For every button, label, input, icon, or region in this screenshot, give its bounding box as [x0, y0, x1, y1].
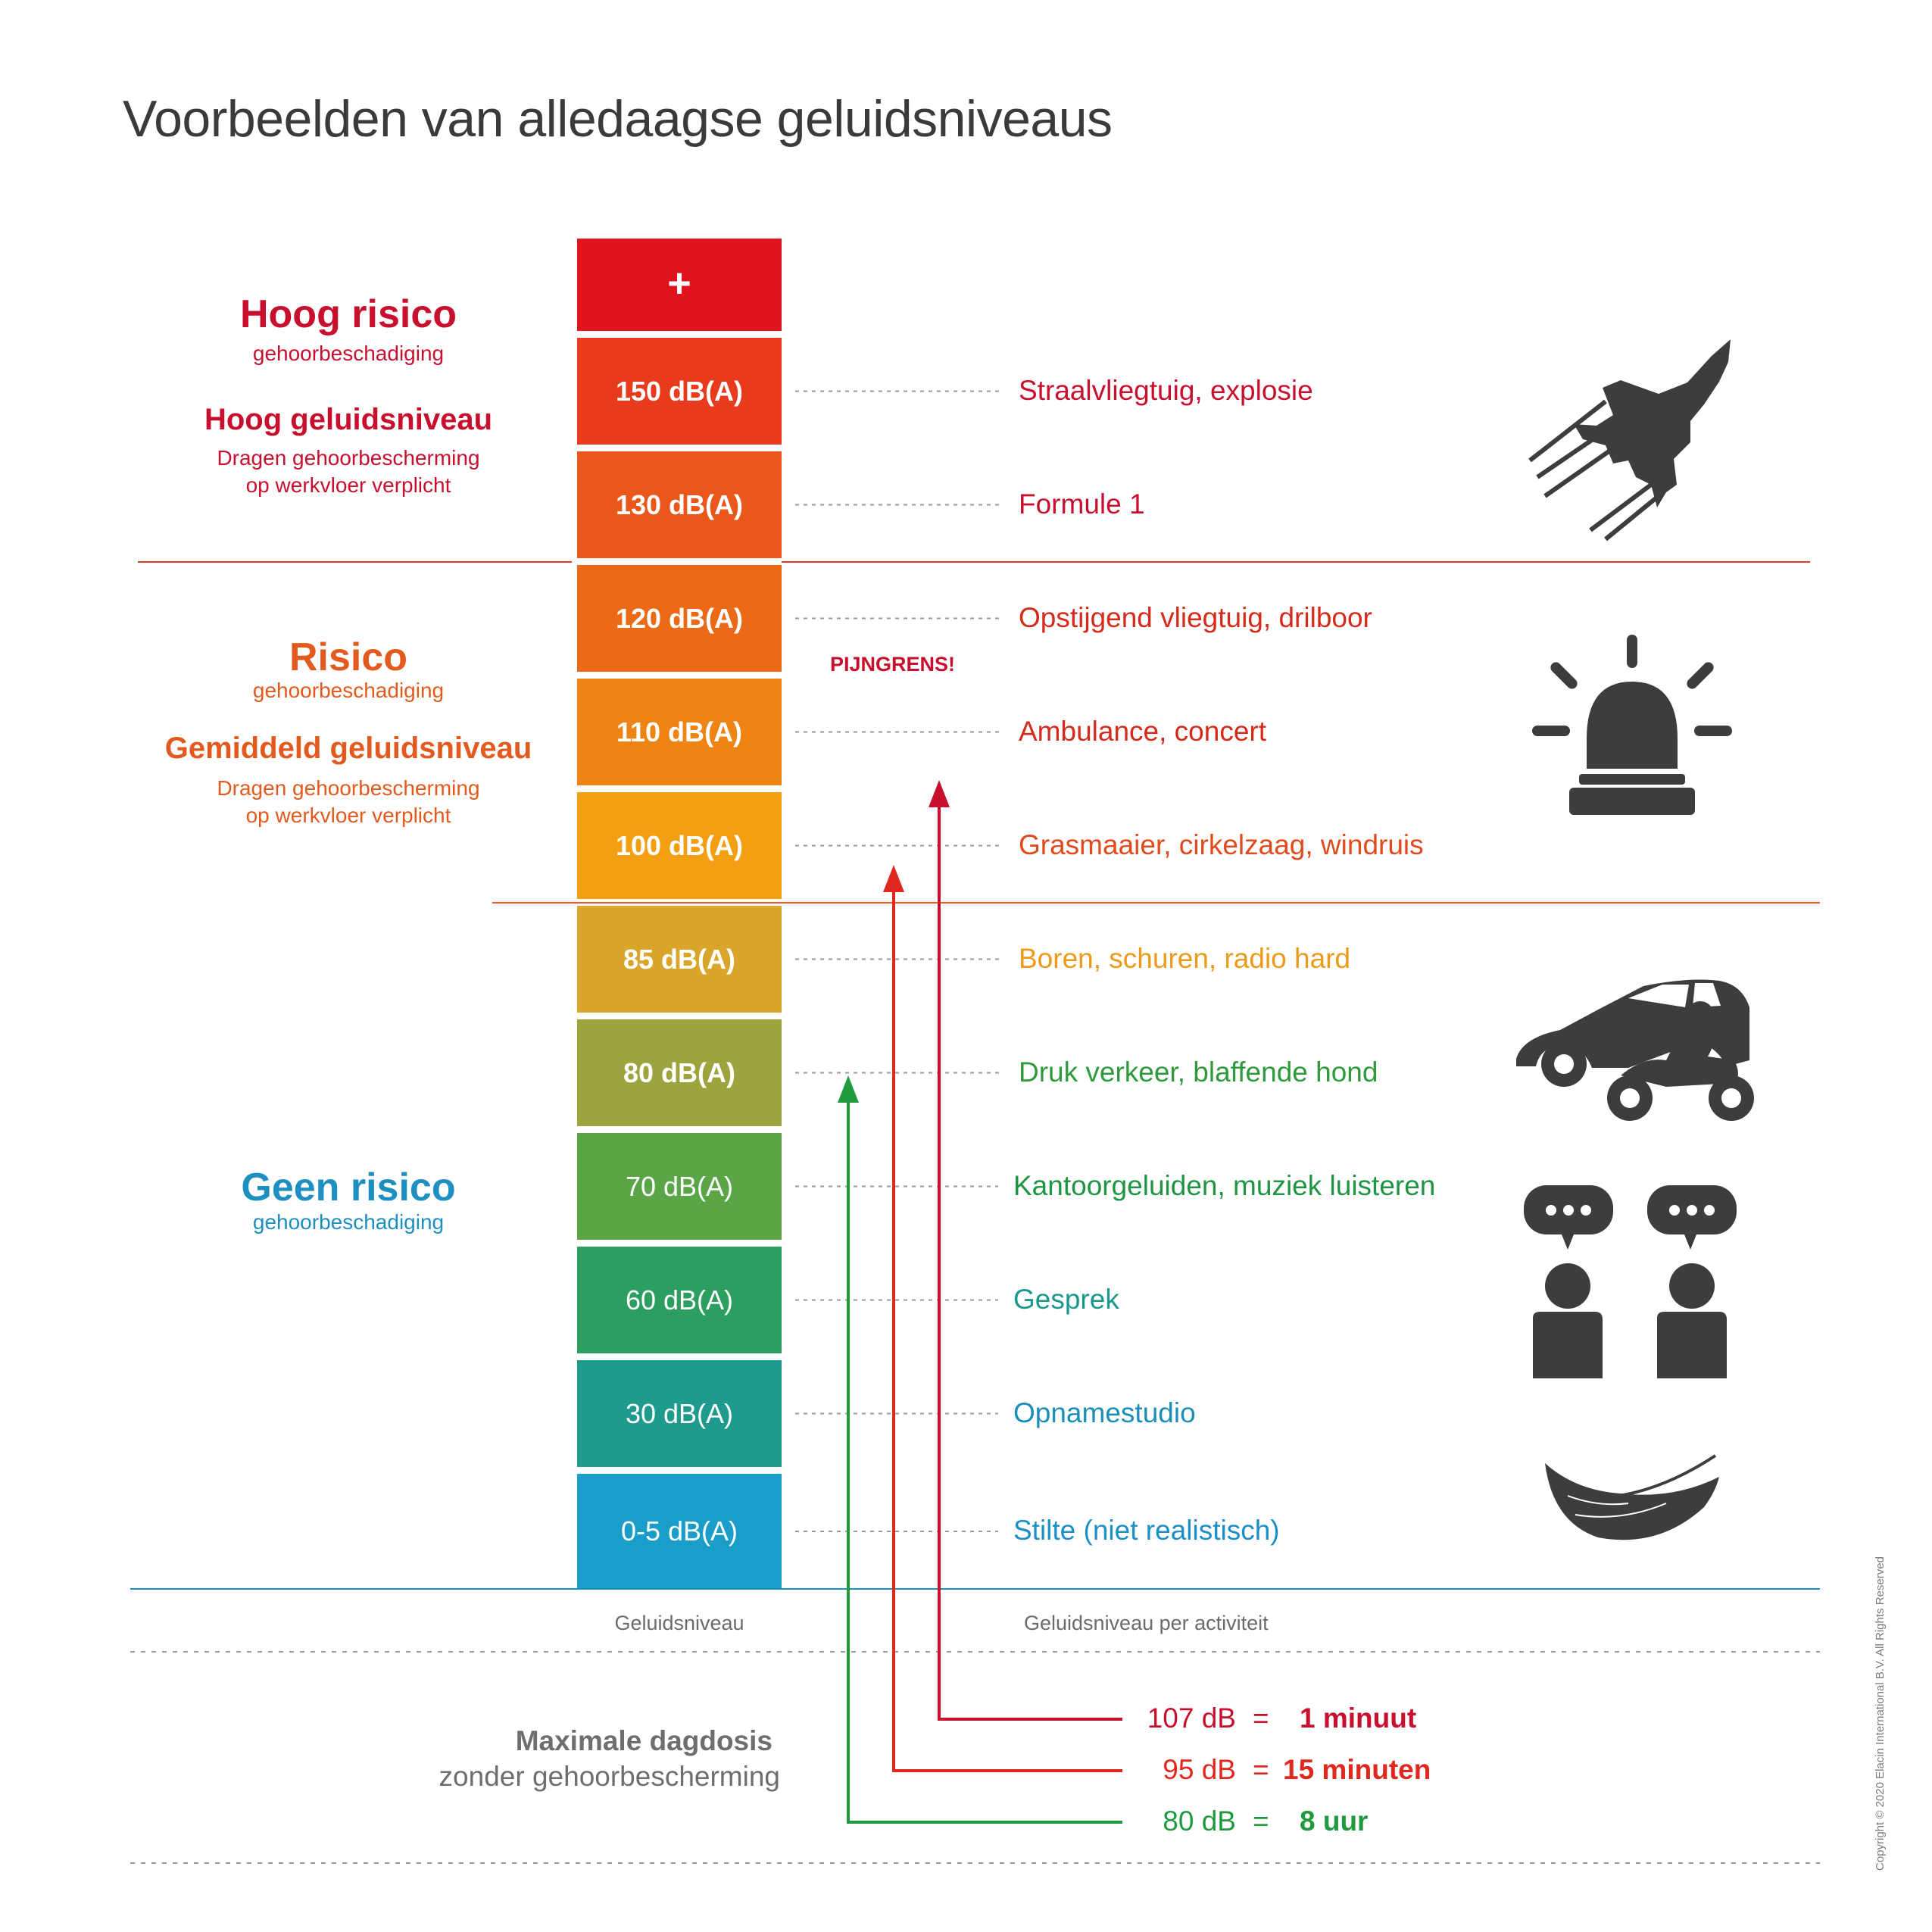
scale-segment-gap — [577, 558, 782, 565]
scale-segment-gap — [577, 1126, 782, 1133]
scale-segment-gap — [577, 1013, 782, 1019]
scale-level-label: 100 dB(A) — [615, 829, 744, 861]
high-level-note-1: Dragen gehoorbescherming — [217, 446, 480, 470]
activity-caption: Geluidsniveau per activiteit — [1024, 1612, 1269, 1634]
scale-segment-gap — [577, 1240, 782, 1247]
activity-label: Boren, schuren, radio hard — [1019, 942, 1351, 974]
activity-label: Kantoorgeluiden, muziek luisteren — [1013, 1169, 1436, 1201]
activity-label: Opstijgend vliegtuig, drilboor — [1019, 601, 1372, 633]
scale-segment-gap — [577, 1467, 782, 1474]
scale-level-label: 150 dB(A) — [615, 375, 744, 407]
scale-segment — [577, 239, 782, 331]
scale-level-label: 80 dB(A) — [623, 1057, 735, 1088]
dose-level: 80 dB — [1163, 1806, 1236, 1837]
car-motorcycle-icon — [1516, 979, 1754, 1121]
scale-segment — [577, 1360, 782, 1467]
copyright-notice: Copyright © 2020 Elacin International B.… — [1874, 1556, 1887, 1871]
medium-level-heading: Gemiddeld geluidsniveau — [164, 732, 532, 765]
scale-segment — [577, 1133, 782, 1240]
medium-level-note-1: Dragen gehoorbescherming — [217, 776, 480, 800]
scale-segment — [577, 1019, 782, 1126]
scale-segment-gap — [577, 445, 782, 451]
scale-level-label: 130 dB(A) — [615, 488, 744, 520]
sound-level-scale — [577, 239, 782, 1589]
activity-label: Ambulance, concert — [1019, 715, 1267, 747]
scale-level-label: 85 dB(A) — [623, 943, 735, 975]
scale-segment — [577, 565, 782, 672]
page-title: Voorbeelden van alledaagse geluidsniveau… — [123, 90, 1113, 148]
scale-segment — [577, 679, 782, 785]
dose-equals: = — [1253, 1754, 1269, 1785]
dose-arrow-107 — [929, 780, 1122, 1721]
scale-segment-gap — [577, 785, 782, 792]
scale-level-label: 0-5 dB(A) — [620, 1515, 738, 1547]
pain-threshold-label: PIJNGRENS! — [830, 653, 956, 676]
activity-label: Druk verkeer, blaffende hond — [1019, 1056, 1378, 1088]
activity-label: Gesprek — [1013, 1283, 1119, 1315]
scale-segment-gap — [577, 1353, 782, 1360]
feather-icon — [1545, 1454, 1719, 1540]
dose-duration: 1 minuut — [1300, 1703, 1417, 1734]
scale-segment — [577, 906, 782, 1013]
siren-icon — [1532, 635, 1732, 815]
dose-level: 95 dB — [1163, 1754, 1236, 1785]
scale-segment-gap — [577, 672, 782, 679]
dose-duration: 15 minuten — [1283, 1754, 1431, 1785]
activity-label: Formule 1 — [1019, 488, 1145, 520]
medium-level-note-2: op werkvloer verplicht — [245, 804, 451, 827]
dose-equals: = — [1253, 1703, 1269, 1734]
activity-label: Opnamestudio — [1013, 1397, 1196, 1428]
scale-level-label: 110 dB(A) — [616, 716, 743, 748]
activity-label: Grasmaaier, cirkelzaag, windruis — [1019, 829, 1424, 860]
scale-caption: Geluidsniveau — [614, 1612, 744, 1634]
scale-level-label: 30 dB(A) — [625, 1397, 734, 1429]
dose-equals: = — [1253, 1806, 1269, 1837]
scale-segment — [577, 451, 782, 558]
dose-arrow-95 — [883, 865, 1122, 1772]
no-risk-heading: Geen risico — [241, 1166, 456, 1209]
scale-segment — [577, 1247, 782, 1353]
dose-level: 107 dB — [1147, 1703, 1236, 1734]
no-risk-subheading: gehoorbeschadiging — [252, 1210, 445, 1234]
risk-subheading: gehoorbeschadiging — [252, 679, 445, 702]
high-level-heading: Hoog geluidsniveau — [204, 403, 493, 436]
scale-segment — [577, 1474, 782, 1589]
dose-arrow-80 — [838, 1075, 1122, 1824]
daily-dose-subtitle: zonder gehoorbescherming — [439, 1761, 780, 1792]
risk-heading: Risico — [289, 635, 408, 679]
scale-level-label: 60 dB(A) — [625, 1284, 734, 1316]
high-risk-heading: Hoog risico — [239, 292, 457, 336]
high-risk-subheading: gehoorbeschadiging — [252, 342, 445, 365]
level-leaders — [795, 390, 1003, 1532]
fighter-jet-icon — [1528, 339, 1731, 542]
scale-level-label: + — [667, 261, 691, 306]
activity-label: Straalvliegtuig, explosie — [1019, 374, 1313, 406]
conversation-icon — [1524, 1185, 1737, 1378]
scale-segment — [577, 792, 782, 899]
scale-segment-gap — [577, 331, 782, 338]
daily-dose-title: Maximale dagdosis — [515, 1725, 772, 1756]
high-level-note-2: op werkvloer verplicht — [245, 473, 451, 497]
scale-segment — [577, 338, 782, 445]
dose-duration: 8 uur — [1300, 1806, 1369, 1837]
scale-level-label: 120 dB(A) — [615, 602, 744, 634]
scale-level-label: 70 dB(A) — [625, 1170, 734, 1202]
activity-label: Stilte (niet realistisch) — [1013, 1515, 1280, 1546]
